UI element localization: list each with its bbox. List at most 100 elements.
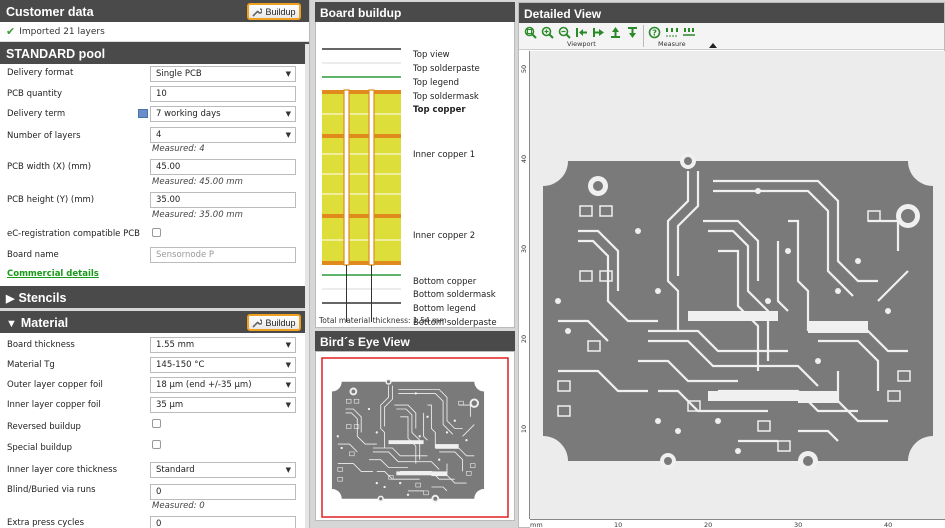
inner-copper-select[interactable]: 35 µm [150, 397, 296, 413]
zoom-fit-icon[interactable] [523, 25, 538, 40]
horizontal-ruler: mm 10 20 30 40 [530, 519, 945, 528]
birds-eye-thumbnail[interactable] [316, 352, 514, 520]
viewport-tools [523, 25, 640, 40]
pcb-render[interactable] [530, 51, 945, 519]
wrench-icon [252, 7, 263, 17]
delivery-format-row: Delivery format Single PCB [0, 64, 309, 85]
pcb-quantity-label: PCB quantity [7, 89, 63, 99]
detail-toolbar: Viewport ? Measure [519, 23, 944, 50]
standard-pool-header: STANDARD pool [0, 42, 309, 64]
pan-right-icon[interactable] [591, 25, 606, 40]
material-tg-row: Material Tg 145-150 °C [0, 356, 309, 376]
layers-label: Number of layers [7, 131, 81, 141]
ec-registration-row: eC-registration compatible PCB [0, 222, 309, 244]
middle-column: Board buildup [315, 2, 515, 521]
layer-label-bottom-legend[interactable]: Bottom legend [413, 304, 476, 314]
delivery-format-select[interactable]: Single PCB [150, 66, 296, 82]
layer-label-bottom-copper[interactable]: Bottom copper [413, 277, 477, 287]
left-scrollbar[interactable] [305, 44, 309, 528]
x-tick: 10 [614, 521, 623, 528]
layers-select[interactable]: 4 [150, 127, 296, 143]
layer-label-top-view[interactable]: Top view [413, 50, 450, 60]
special-buildup-checkbox[interactable] [152, 440, 161, 449]
press-cycles-row: Extra press cycles 0 [0, 510, 309, 528]
stencils-header[interactable]: ▶Stencils [0, 286, 309, 308]
layer-label-inner-copper-1[interactable]: Inner copper 1 [413, 150, 476, 160]
layer-label-inner-copper-2[interactable]: Inner copper 2 [413, 231, 476, 241]
measure-h-icon[interactable] [664, 25, 679, 40]
reversed-buildup-checkbox[interactable] [152, 419, 161, 428]
import-status-text: Imported 21 layers [19, 26, 105, 37]
pan-up-icon[interactable] [608, 25, 623, 40]
delivery-term-select[interactable]: 7 working days [150, 106, 296, 122]
toolbar-caret-icon[interactable] [709, 42, 717, 48]
outer-copper-select[interactable]: 18 µm (end +/-35 µm) [150, 377, 296, 393]
layers-row: Number of layers 4 Measured: 4 [0, 125, 309, 156]
press-cycles-input[interactable]: 0 [150, 516, 296, 528]
pcb-canvas[interactable] [530, 51, 945, 519]
pan-down-icon[interactable] [625, 25, 640, 40]
layers-measured: Measured: 4 [152, 144, 205, 154]
layer-label-top-legend[interactable]: Top legend [413, 78, 460, 88]
x-tick: 30 [794, 521, 803, 528]
board-name-input[interactable]: Sensornode P [150, 247, 296, 263]
birds-eye-panel[interactable] [315, 351, 515, 521]
board-name-row: Board name Sensornode P [0, 244, 309, 266]
reversed-buildup-label: Reversed buildup [7, 422, 81, 432]
inner-copper-label: Inner layer copper foil [7, 400, 101, 410]
commercial-details-link[interactable]: Commercial details [7, 269, 99, 279]
core-thickness-select[interactable]: Standard [150, 462, 296, 478]
material-header[interactable]: ▼Material Buildup [0, 311, 309, 333]
layer-label-bottom-solderpaste[interactable]: Bottom solderpaste [413, 318, 497, 328]
pcb-board[interactable] [541, 151, 935, 473]
total-thickness: Total material thickness: 1.54 mm [319, 316, 447, 325]
checkmark-icon: ✔ [6, 25, 16, 38]
inner-copper-2-layer [322, 214, 401, 218]
buildup-diagram [322, 48, 401, 322]
blind-via-input[interactable]: 0 [150, 484, 296, 500]
customer-data-header: Customer data Buildup [0, 0, 309, 22]
help-icon[interactable]: ? [647, 25, 662, 40]
layer-label-top-copper[interactable]: Top copper [413, 105, 466, 115]
y-tick: 40 [520, 154, 529, 164]
pcb-width-row: PCB width (X) (mm) 45.00 Measured: 45.00… [0, 156, 309, 189]
pcb-width-input[interactable]: 45.00 [150, 159, 296, 175]
inner-copper-row: Inner layer copper foil 35 µm [0, 396, 309, 416]
zoom-out-icon[interactable] [557, 25, 572, 40]
board-thickness-select[interactable]: 1.55 mm [150, 337, 296, 353]
material-tg-select[interactable]: 145-150 °C [150, 357, 296, 373]
layer-label-top-solderpaste[interactable]: Top solderpaste [413, 64, 480, 74]
wrench-icon [252, 318, 263, 328]
blind-via-row: Blind/Buried via runs 0 Measured: 0 [0, 479, 309, 511]
detailed-view-header: Detailed View [519, 3, 944, 23]
ec-registration-checkbox[interactable] [152, 228, 161, 237]
expand-arrow-icon: ▶ [6, 293, 15, 305]
pcb-height-input[interactable]: 35.00 [150, 192, 296, 208]
standard-pool-title: STANDARD pool [6, 47, 106, 61]
layer-label-bottom-soldermask[interactable]: Bottom soldermask [413, 290, 496, 300]
toolbar-separator [643, 25, 644, 47]
stencils-title: Stencils [18, 291, 67, 305]
core-thickness-row: Inner layer core thickness Standard [0, 458, 309, 479]
calendar-icon[interactable] [138, 109, 148, 118]
detailed-view-panel: Detailed View Viewport ? Measure [518, 2, 945, 528]
zoom-in-icon[interactable] [540, 25, 555, 40]
pan-left-icon[interactable] [574, 25, 589, 40]
pcb-quantity-input[interactable]: 10 [150, 86, 296, 102]
measure-label: Measure [658, 40, 686, 48]
viewport-frame[interactable] [321, 357, 509, 518]
material-buildup-button[interactable]: Buildup [247, 314, 301, 331]
board-buildup-title: Board buildup [320, 6, 402, 20]
section-divider [0, 308, 309, 311]
y-tick: 10 [520, 424, 529, 434]
layer-label-top-soldermask[interactable]: Top soldermask [413, 92, 479, 102]
customer-buildup-button[interactable]: Buildup [247, 3, 301, 20]
via-column [368, 89, 375, 266]
top-copper-layer [322, 90, 401, 94]
y-tick: 20 [520, 334, 529, 344]
ruler-units: mm [530, 521, 543, 528]
measure-v-icon[interactable] [681, 25, 696, 40]
ec-registration-label: eC-registration compatible PCB [7, 229, 141, 239]
